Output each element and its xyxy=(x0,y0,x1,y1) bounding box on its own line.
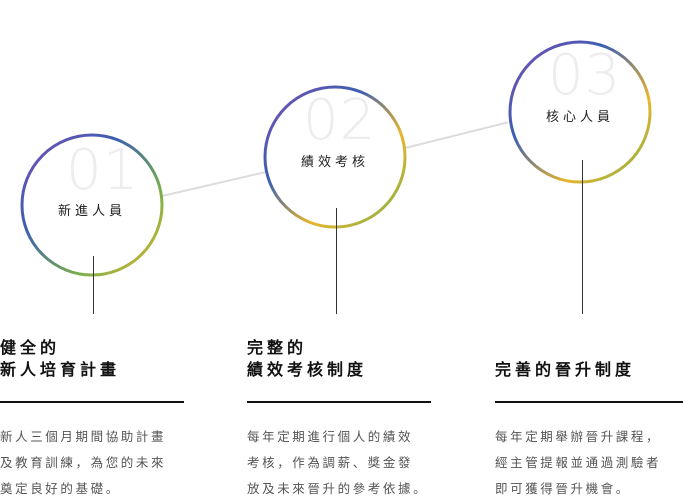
desc-line: 新人三個月期間協助計畫 xyxy=(0,429,167,444)
title-line: 完善的晉升制度 xyxy=(495,360,636,379)
desc-line: 考核，作為調薪、獎金發 xyxy=(247,455,414,470)
desc-line: 放及未來晉升的參考依據。 xyxy=(247,481,429,496)
vertical-line-3 xyxy=(582,160,583,314)
step-number: 01 xyxy=(66,138,140,203)
desc-line: 即可獲得晉升機會。 xyxy=(495,481,631,496)
step-circle-2: 02 績效考核 xyxy=(263,85,407,229)
gradient-ring-icon xyxy=(20,133,164,277)
desc-line: 及教育訓練，為您的未來 xyxy=(0,455,167,470)
column-title-1: 健全的 新人培育計畫 xyxy=(0,337,120,381)
title-line: 績效考核制度 xyxy=(247,360,368,379)
column-divider-2 xyxy=(247,401,431,403)
vertical-line-2 xyxy=(336,208,337,314)
step-label: 核心人員 xyxy=(545,110,614,125)
desc-line: 經主管提報並通過測驗者 xyxy=(495,455,662,470)
column-divider-1 xyxy=(0,401,184,403)
step-circle-3: 03 核心人員 xyxy=(508,40,652,184)
column-description-3: 每年定期舉辦晉升課程， 經主管提報並通過測驗者 即可獲得晉升機會。 xyxy=(495,424,661,502)
column-description-1: 新人三個月期間協助計畫 及教育訓練，為您的未來 奠定良好的基礎。 xyxy=(0,424,166,502)
column-divider-3 xyxy=(495,401,683,403)
column-title-3: 完善的晉升制度 xyxy=(495,359,635,381)
title-line: 新人培育計畫 xyxy=(0,360,121,379)
title-line: 完整的 xyxy=(247,338,308,357)
step-label: 績效考核 xyxy=(300,155,369,170)
connector-line-1-2 xyxy=(161,170,268,197)
step-label: 新進人員 xyxy=(57,204,126,219)
column-title-2: 完整的 績效考核制度 xyxy=(247,337,367,381)
step-number: 02 xyxy=(303,88,377,153)
step-number: 03 xyxy=(548,43,622,108)
vertical-line-1 xyxy=(93,256,94,314)
step-circle-1: 01 新進人員 xyxy=(20,133,164,277)
connector-line-2-3 xyxy=(404,121,509,149)
gradient-ring-icon xyxy=(508,40,652,184)
title-line: 健全的 xyxy=(0,338,61,357)
desc-line: 每年定期進行個人的績效 xyxy=(247,429,414,444)
column-description-2: 每年定期進行個人的績效 考核，作為調薪、獎金發 放及未來晉升的參考依據。 xyxy=(247,424,428,502)
desc-line: 奠定良好的基礎。 xyxy=(0,481,121,496)
desc-line: 每年定期舉辦晉升課程， xyxy=(495,429,662,444)
gradient-ring-icon xyxy=(263,85,407,229)
